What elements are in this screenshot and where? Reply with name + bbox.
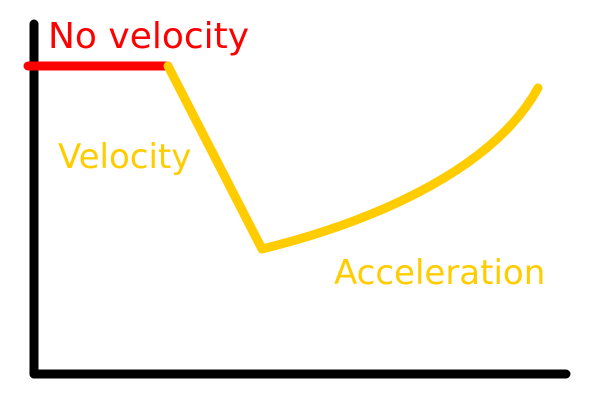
velocity-line: [163, 61, 267, 254]
acceleration-curve: [257, 83, 543, 254]
acceleration-label: Acceleration: [334, 253, 546, 293]
no-velocity-label: No velocity: [48, 16, 250, 57]
velocity-label: Velocity: [58, 137, 192, 177]
